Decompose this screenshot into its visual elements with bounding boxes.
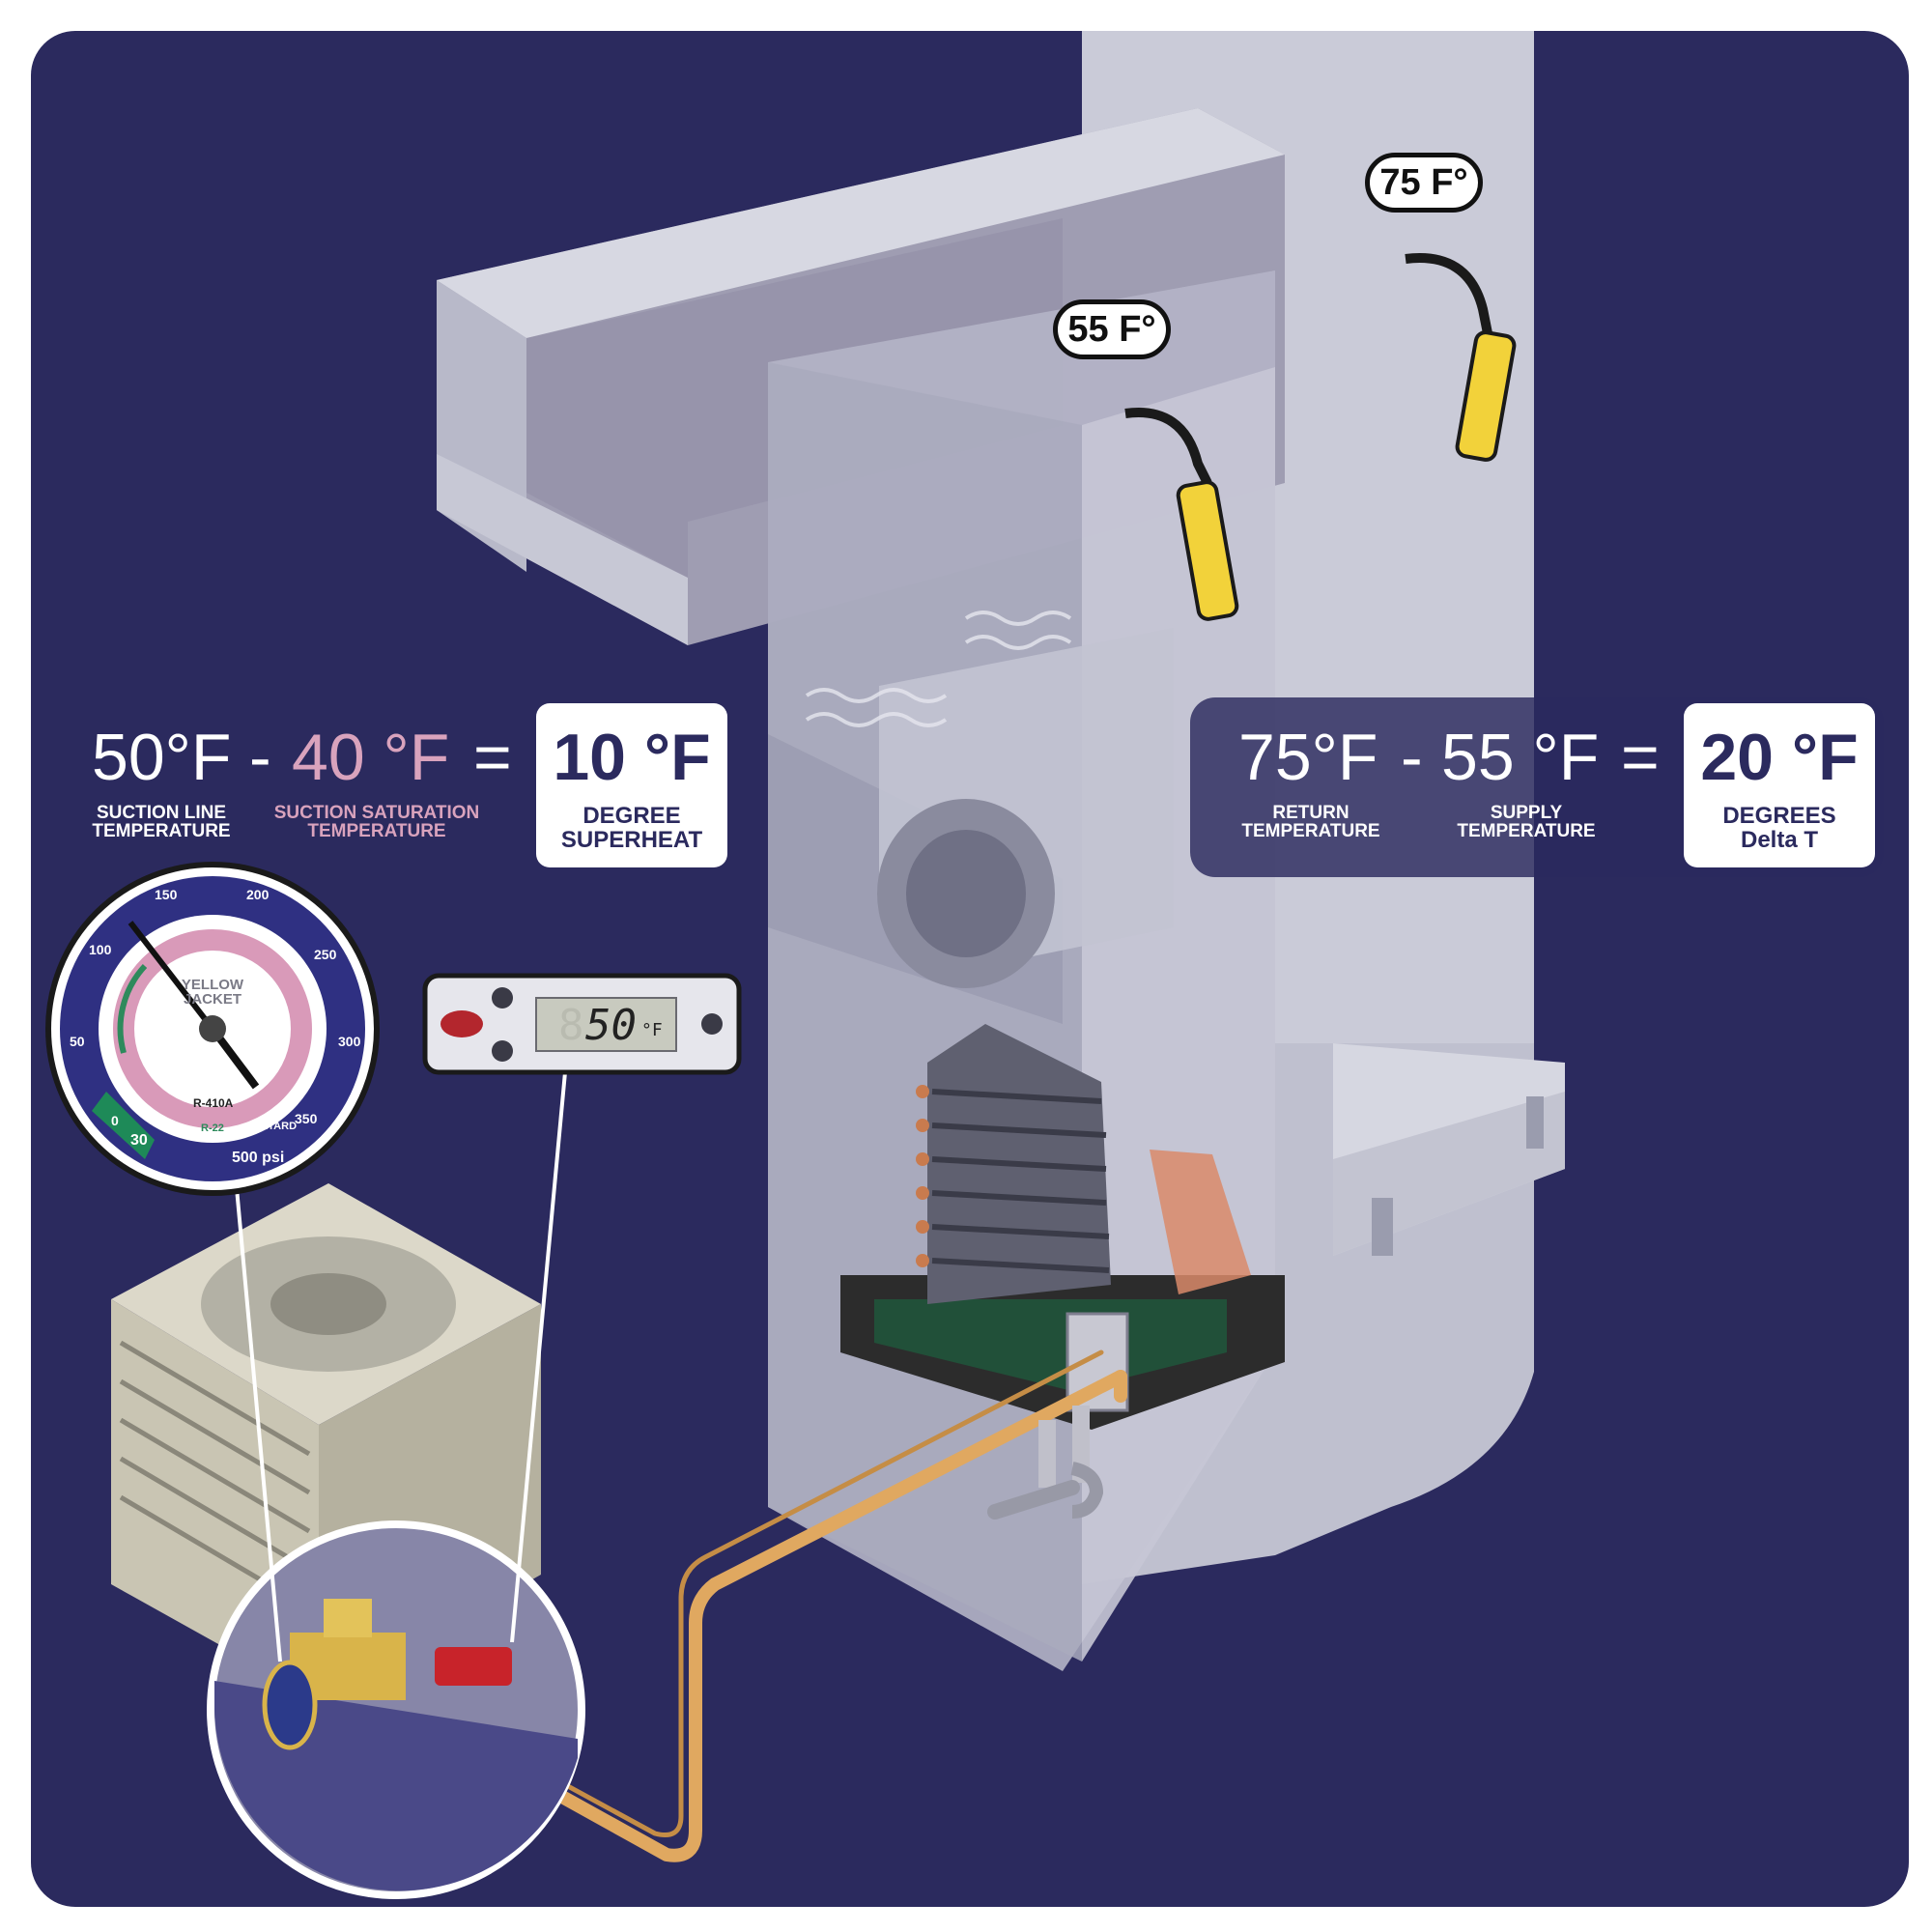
temperature-probe-icon: [1124, 253, 1517, 621]
delta-t-result-box: 20 °F DEGREES Delta T: [1684, 703, 1875, 867]
return-temp: 75°F: [1238, 721, 1378, 794]
equals-sign-superheat: =: [473, 721, 512, 794]
thermometer-reading: 50: [585, 1001, 637, 1050]
superheat-result-label-line2: SUPERHEAT: [560, 827, 703, 854]
gauge-green-label: 30: [130, 1132, 148, 1149]
saturation-temp: 40 °F: [292, 721, 450, 794]
manifold-gauge-icon: [45, 862, 380, 1196]
air-handler-cabinet: [768, 270, 1275, 1671]
equals-sign-delta: =: [1621, 721, 1660, 794]
delta-t-result-label-line1: DEGREES: [1722, 803, 1836, 829]
gauge-tick-350: 350: [295, 1111, 318, 1126]
thermometer-unit: °F: [641, 1020, 663, 1040]
refrigerant-lines: [398, 1350, 1127, 1862]
gauge-tick-150: 150: [155, 887, 178, 902]
gauge-tick-250: 250: [314, 947, 337, 962]
gauge-tick-200: 200: [246, 887, 270, 902]
gauge-tick-100: 100: [89, 942, 112, 957]
evaporator-coil-icon: [840, 1024, 1285, 1430]
gauge-refrigerant-primary: R-410A: [193, 1096, 234, 1110]
saturation-label: SUCTION SATURATION TEMPERATURE: [270, 804, 483, 840]
digital-thermometer-icon: [422, 973, 742, 1075]
supply-label: SUPPLY TEMPERATURE: [1444, 804, 1608, 840]
gauge-brand-line2: JACKET: [183, 991, 242, 1008]
delta-t-result-label: DEGREES Delta T: [1684, 803, 1875, 854]
superheat-result-value: 10 °F: [553, 721, 711, 794]
supply-temp: 55 °F: [1441, 721, 1600, 794]
delta-t-result-label-line2: Delta T: [1740, 827, 1818, 854]
suction-line-label: SUCTION LINE TEMPERATURE: [79, 804, 243, 840]
gauge-brand: YELLOW JACKET: [174, 978, 251, 1007]
gauge-refrigerant-secondary: R-22: [201, 1122, 224, 1134]
superheat-result-label-line1: DEGREE: [582, 803, 681, 829]
suction-line-label-line1: SUCTION LINE: [96, 803, 227, 823]
return-label-line1: RETURN: [1272, 803, 1350, 823]
supply-label-line1: SUPPLY: [1490, 803, 1563, 823]
saturation-label-line2: TEMPERATURE: [307, 821, 446, 841]
delta-t-result-value: 20 °F: [1700, 721, 1859, 794]
drain-fittings: [987, 1406, 1104, 1520]
saturation-label-line1: SUCTION SATURATION: [273, 803, 480, 823]
supply-label-line2: TEMPERATURE: [1457, 821, 1596, 841]
superheat-result-label: DEGREE SUPERHEAT: [536, 803, 727, 854]
callout-lines: [235, 1071, 567, 1662]
gauge-tick-50: 50: [70, 1034, 85, 1049]
minus-sign-delta: -: [1401, 721, 1423, 794]
minus-sign-superheat: -: [249, 721, 271, 794]
service-valve-magnifier: [207, 1520, 585, 1899]
gauge-tick-300: 300: [338, 1034, 361, 1049]
supply-probe-tag: 55 F°: [1053, 299, 1171, 359]
suction-line-temp: 50°F: [92, 721, 232, 794]
suction-line-label-line2: TEMPERATURE: [92, 821, 231, 841]
return-label-line2: TEMPERATURE: [1241, 821, 1380, 841]
gauge-max-label: 500 psi: [232, 1150, 285, 1166]
gauge-zero-label: 0: [111, 1113, 119, 1128]
gauge-retard-label: RETARD: [253, 1121, 298, 1132]
blower-icon: [805, 611, 1174, 988]
thermometer-ghost-digit: 8: [558, 1001, 584, 1050]
gauge-brand-line1: YELLOW: [181, 977, 244, 993]
return-label: RETURN TEMPERATURE: [1229, 804, 1393, 840]
superheat-result-box: 10 °F DEGREE SUPERHEAT: [536, 703, 727, 867]
return-probe-tag: 75 F°: [1365, 153, 1483, 213]
